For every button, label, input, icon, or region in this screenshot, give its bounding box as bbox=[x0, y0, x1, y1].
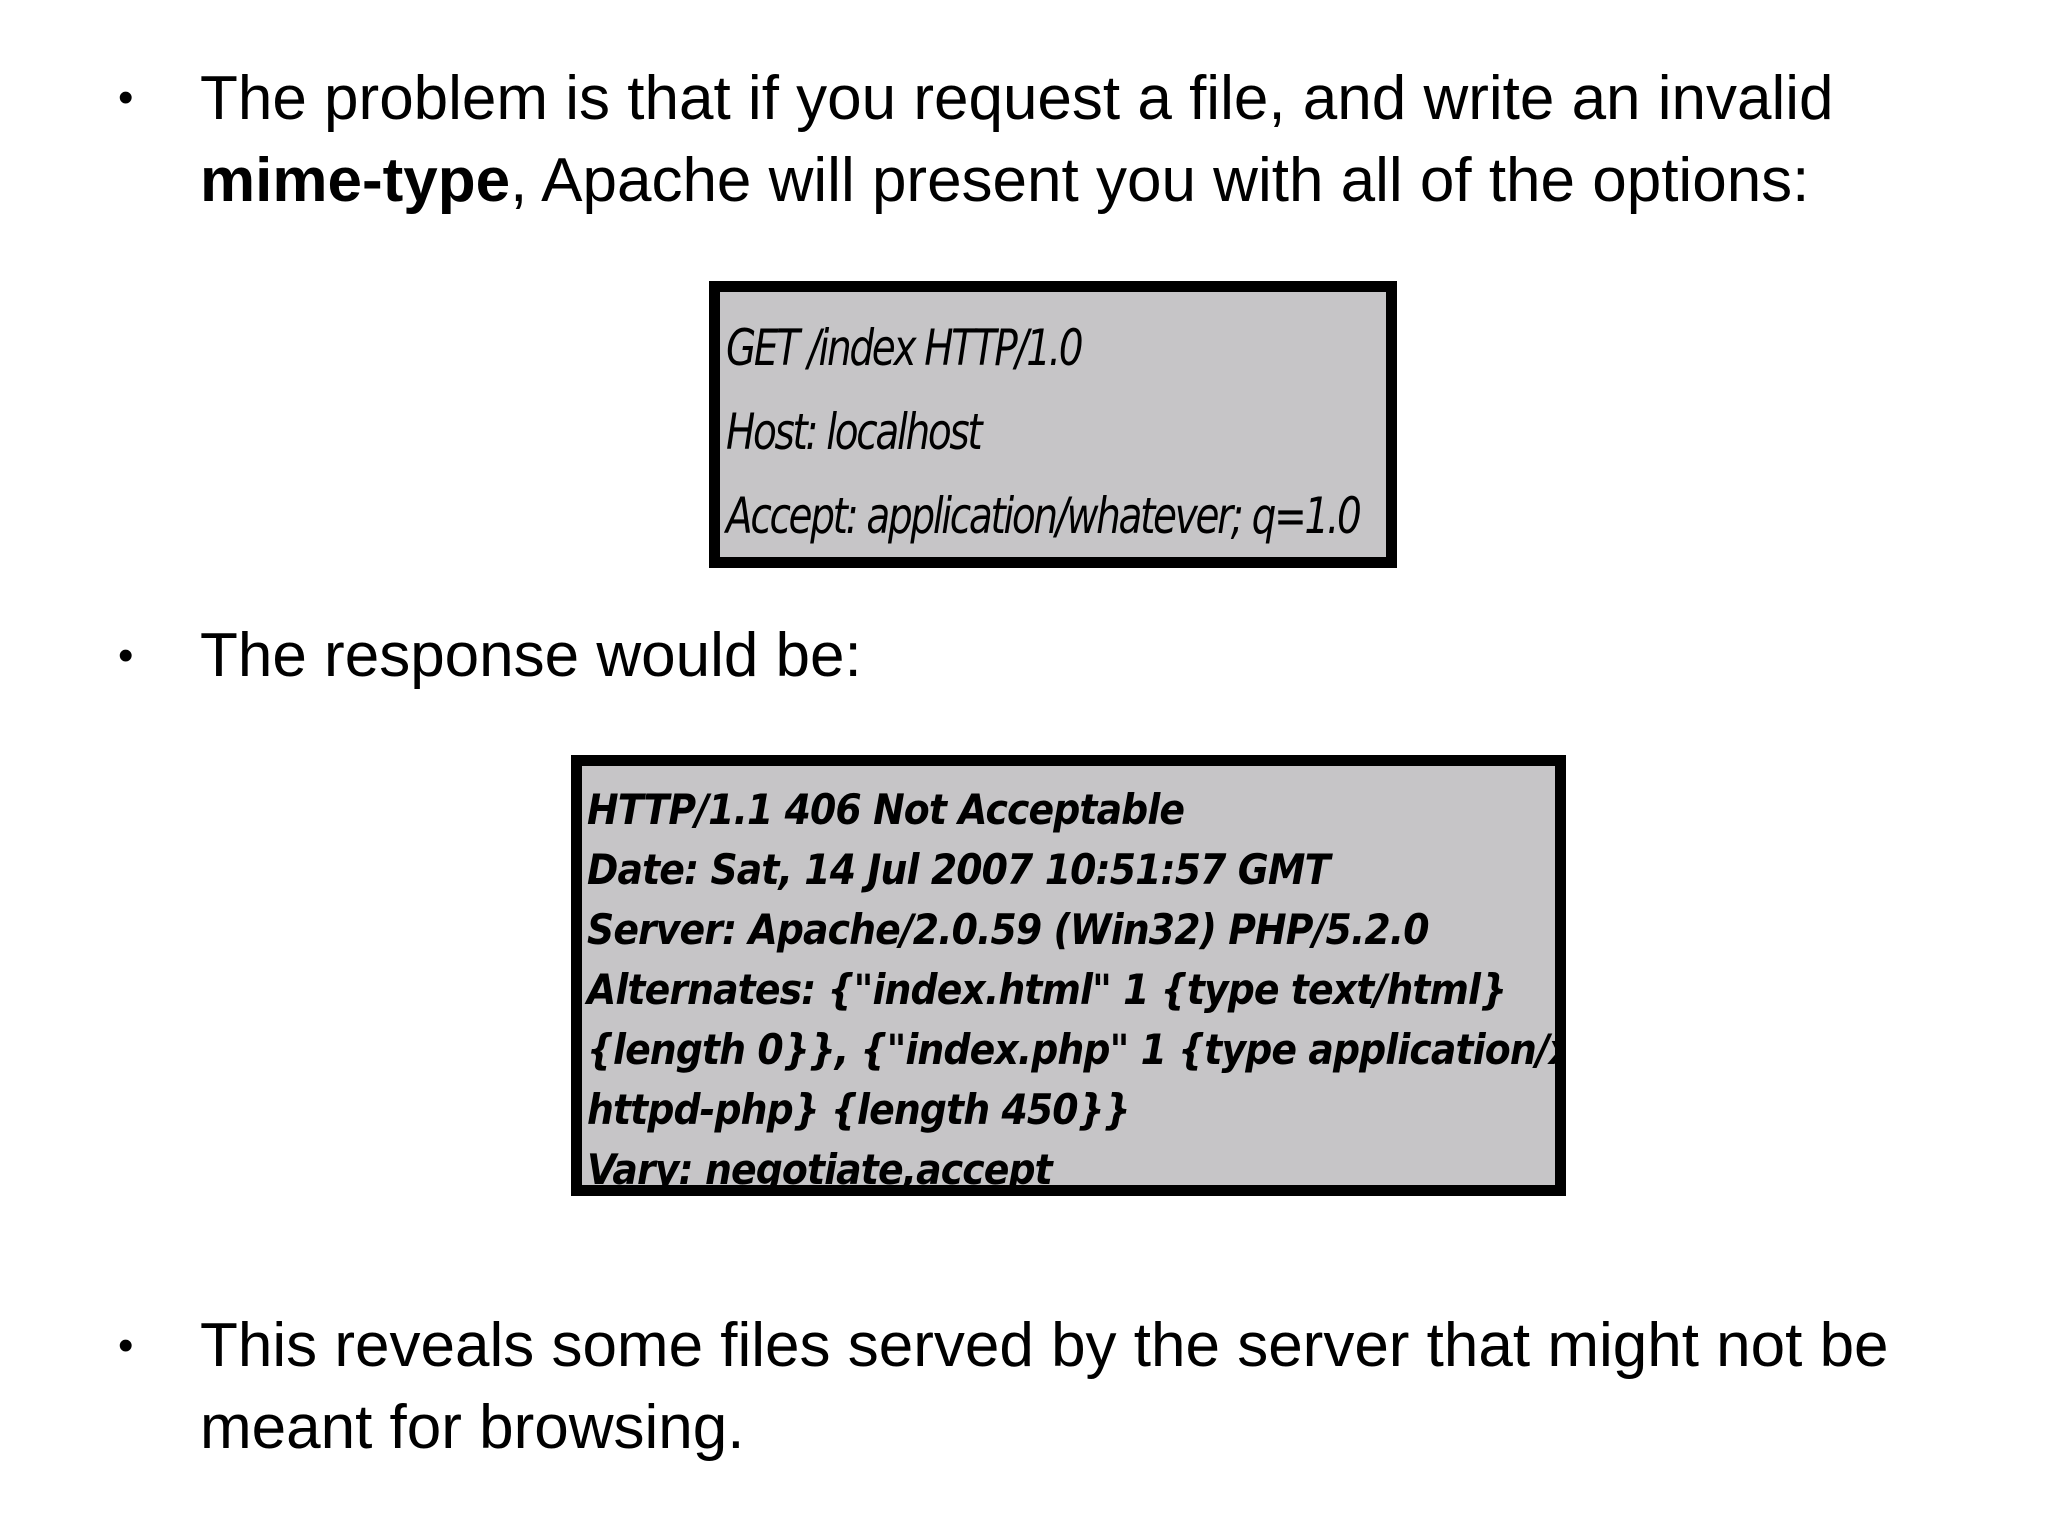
response-header-alternates-cont: httpd-php} {length 450}} bbox=[587, 1085, 1131, 1134]
bullet-text-response-intro: The response would be: bbox=[200, 621, 862, 690]
bullet-text-reveals-files: This reveals some files served by the se… bbox=[200, 1305, 1980, 1469]
response-header-vary: Vary: negotiate,accept bbox=[587, 1145, 1053, 1194]
bullet-text-part: The problem is that if you request a fil… bbox=[200, 64, 1834, 133]
response-header-alternates: Alternates: {"index.html" 1 {type text/h… bbox=[587, 965, 1507, 1014]
bullet-marker: • bbox=[118, 631, 134, 680]
bullet-text-part: This reveals some files served by the se… bbox=[200, 1311, 1889, 1380]
bold-term-mime-type: mime-type bbox=[200, 146, 511, 215]
http-request-box: GET /index HTTP/1.0 Host: localhost Acce… bbox=[709, 281, 1397, 568]
request-header-host: Host: localhost bbox=[726, 403, 983, 461]
bullet-marker: • bbox=[118, 73, 134, 122]
request-header-accept: Accept: application/whatever; q=1.0 bbox=[726, 487, 1362, 545]
http-response-box: HTTP/1.1 406 Not Acceptable Date: Sat, 1… bbox=[571, 755, 1566, 1196]
response-header-server: Server: Apache/2.0.59 (Win32) PHP/5.2.0 bbox=[587, 905, 1430, 954]
response-status-line: HTTP/1.1 406 Not Acceptable bbox=[587, 785, 1185, 834]
bullet-marker: • bbox=[118, 1321, 134, 1370]
bullet-text-part: meant for browsing. bbox=[200, 1393, 745, 1462]
request-line: GET /index HTTP/1.0 bbox=[726, 319, 1084, 377]
bullet-text-mime-type-problem: The problem is that if you request a fil… bbox=[200, 58, 1980, 222]
bullet-text-part: , Apache will present you with all of th… bbox=[510, 146, 1810, 215]
response-header-date: Date: Sat, 14 Jul 2007 10:51:57 GMT bbox=[587, 845, 1330, 894]
response-header-alternates-cont: {length 0}}, {"index.php" 1 {type applic… bbox=[587, 1025, 1566, 1074]
